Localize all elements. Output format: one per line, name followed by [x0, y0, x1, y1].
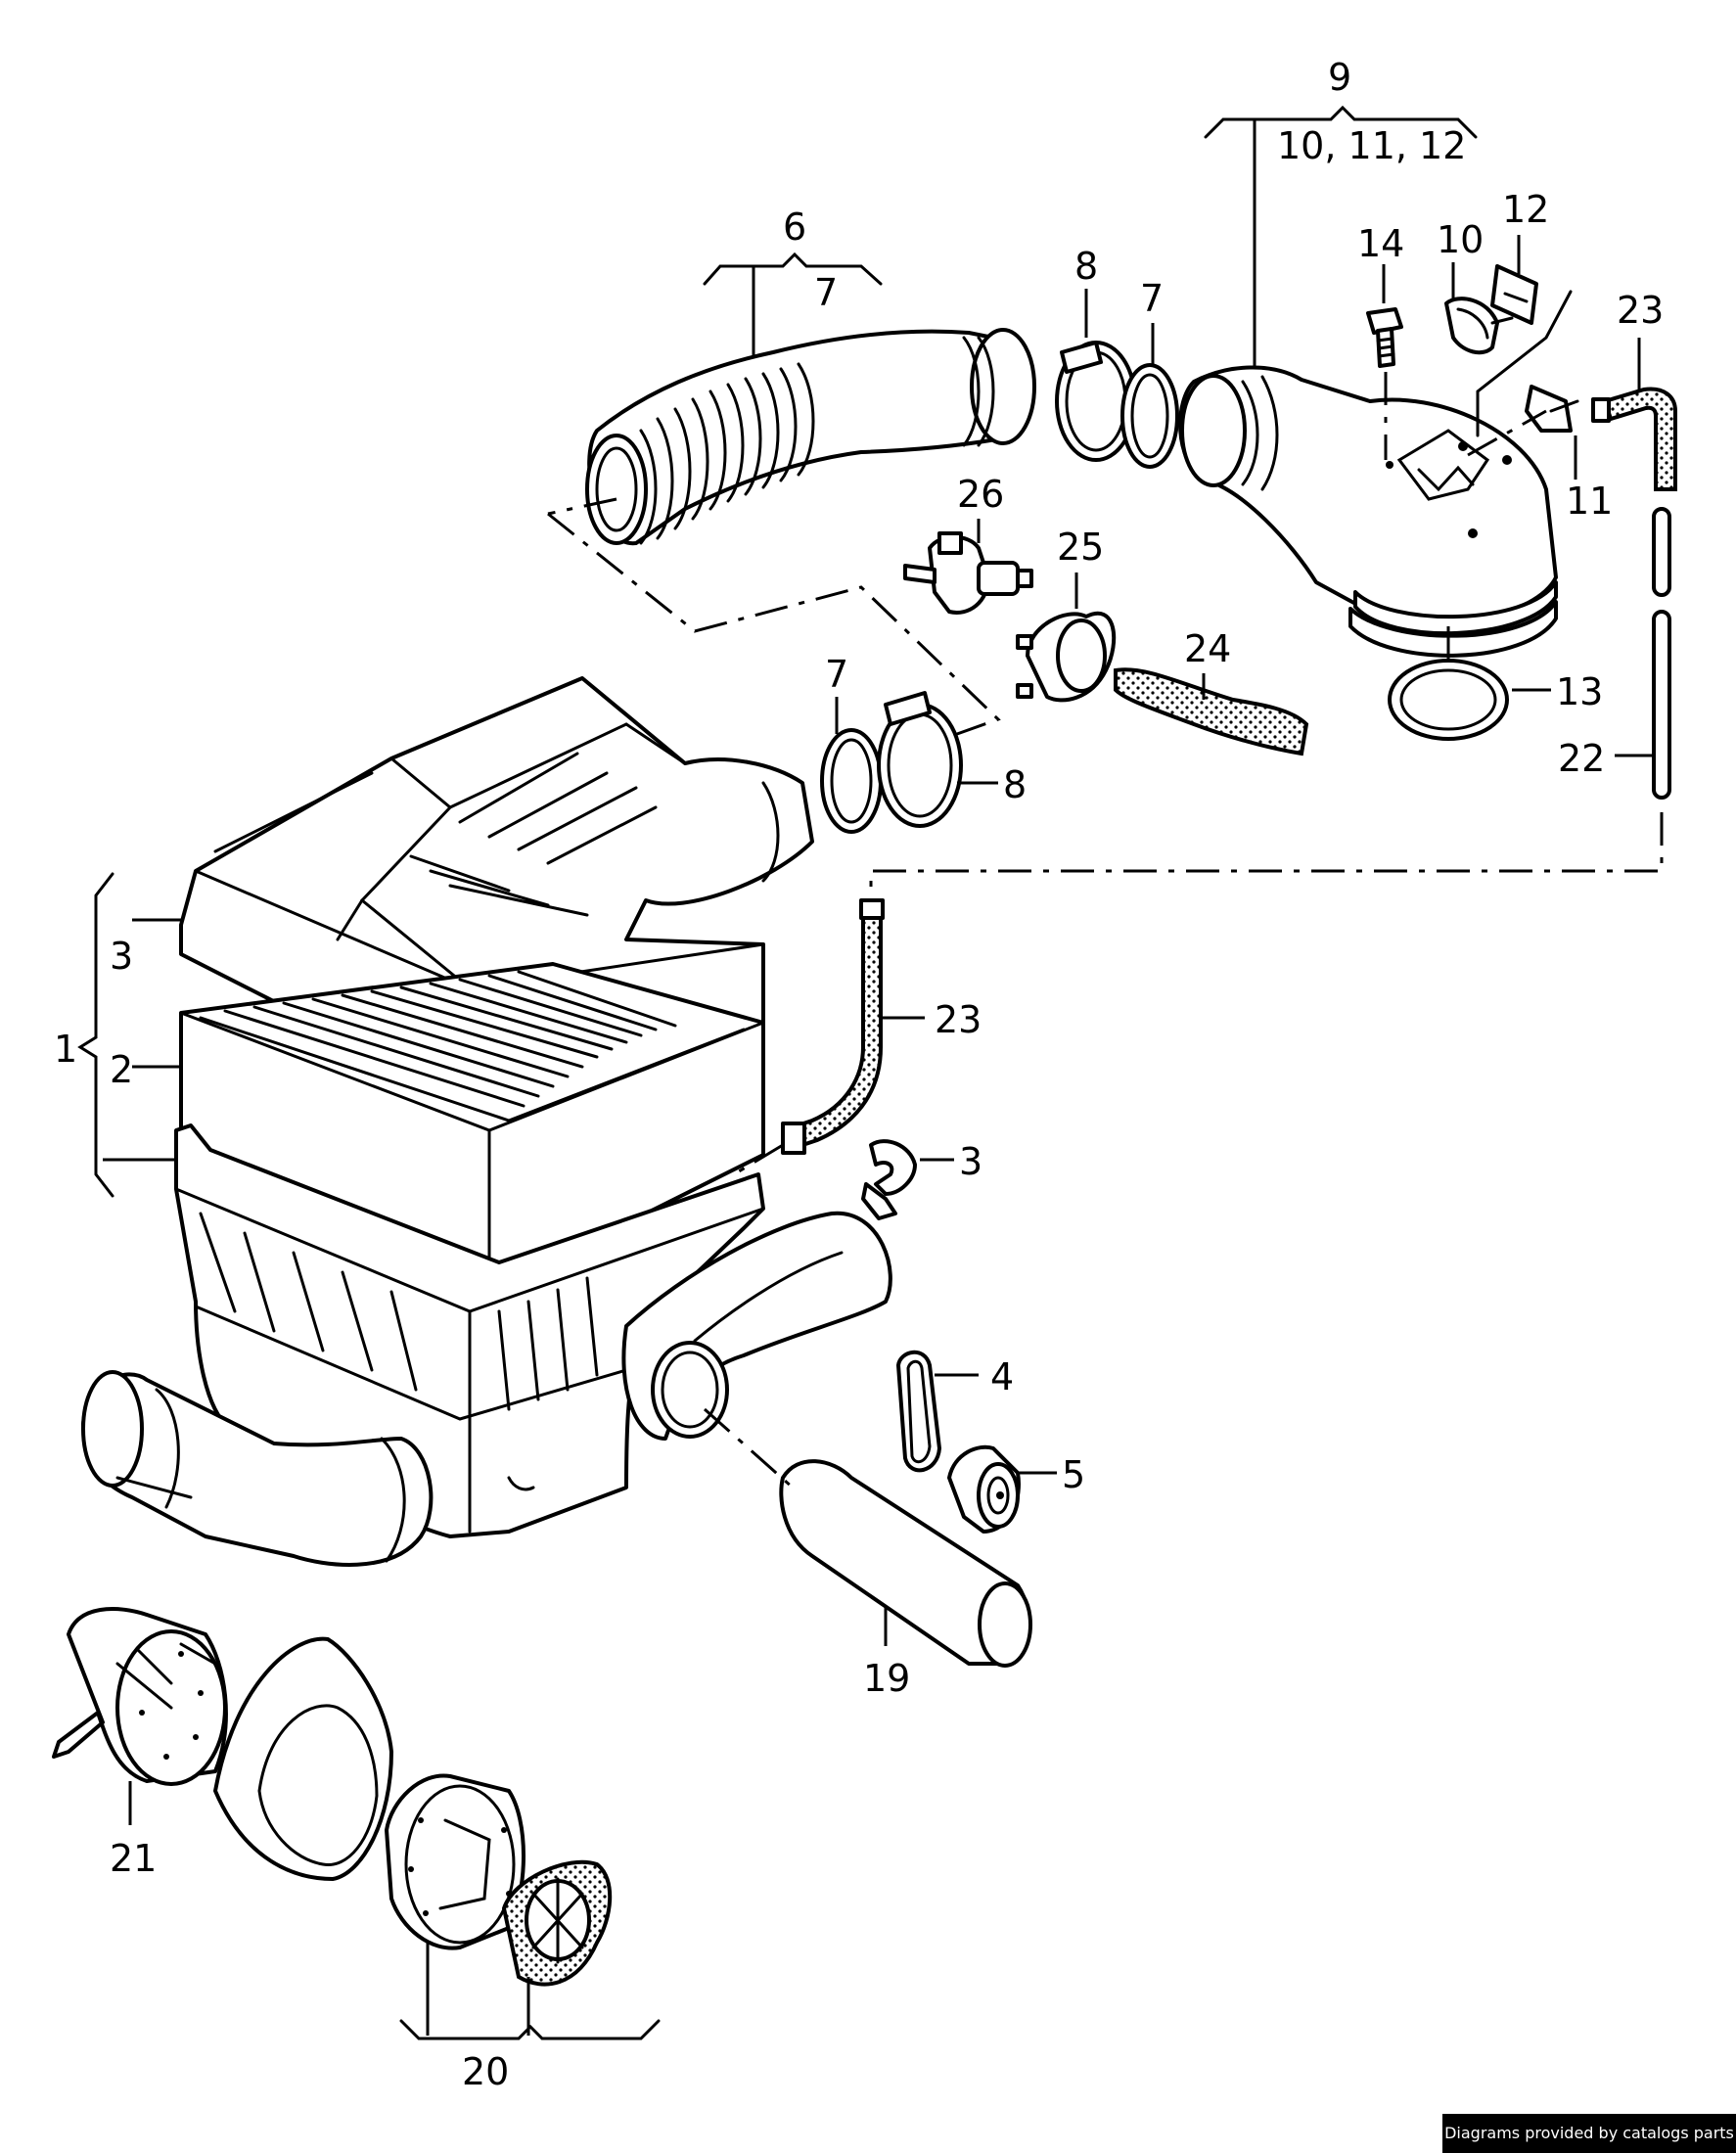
callout-19: 19 [863, 1657, 910, 1700]
clamp-8-lower [877, 691, 963, 828]
filter-support-20 [385, 1773, 525, 1950]
callout-24: 24 [1184, 627, 1231, 670]
callout-12: 12 [1502, 188, 1549, 231]
gasket-4 [896, 1350, 941, 1473]
callout-6-sub: 7 [814, 271, 838, 314]
callout-7-lower: 7 [825, 653, 848, 696]
callout-9: 9 [1328, 56, 1351, 99]
callout-8-top: 8 [1074, 245, 1098, 288]
bolt-14 [1366, 307, 1403, 368]
valve-26 [903, 531, 1033, 615]
bracket-20 [399, 2019, 661, 2040]
callout-4: 4 [990, 1355, 1014, 1398]
bracket-6 [703, 252, 883, 286]
callout-21: 21 [110, 1837, 157, 1880]
callout-23-top: 23 [1617, 289, 1664, 332]
callout-7-top: 7 [1140, 277, 1164, 320]
callout-3-clip: 3 [959, 1140, 982, 1183]
callout-8-lower: 8 [1003, 763, 1027, 806]
callout-5: 5 [1062, 1453, 1085, 1496]
intake-hose-6 [585, 328, 1036, 546]
hose-24 [1114, 667, 1309, 756]
callout-20: 20 [462, 2050, 509, 2093]
callout-14: 14 [1357, 222, 1404, 265]
callout-25: 25 [1057, 526, 1104, 569]
callout-13: 13 [1556, 670, 1603, 713]
callout-1: 1 [54, 1028, 77, 1071]
cap-10 [1444, 297, 1514, 355]
bracket-12 [1490, 264, 1538, 325]
flange-25 [1016, 611, 1117, 703]
adapter-21 [52, 1607, 228, 1786]
intake-housing [1178, 365, 1558, 658]
tube-22b [1652, 610, 1671, 800]
callout-2: 2 [110, 1048, 133, 1091]
hose-23-lower [781, 898, 885, 1155]
callout-11: 11 [1566, 480, 1613, 523]
inlet-duct [81, 1370, 434, 1567]
ring-7-top [1120, 363, 1179, 469]
callout-10: 10 [1437, 218, 1484, 261]
diagram-credit: Diagrams provided by catalogs parts [1442, 2114, 1736, 2153]
grommet-5 [947, 1444, 1021, 1534]
callout-26: 26 [957, 473, 1004, 516]
link-line-6 [547, 512, 1001, 746]
callout-6: 6 [783, 206, 806, 249]
clip-11 [1525, 385, 1573, 433]
hose-23-top [1591, 387, 1677, 491]
tube-22a [1652, 507, 1671, 597]
hose-19 [779, 1459, 1032, 1668]
disc-20 [501, 1859, 613, 1987]
callout-22: 22 [1558, 737, 1605, 780]
ring-13 [1388, 659, 1509, 741]
callout-23-lower: 23 [935, 998, 982, 1041]
clamp-8-top [1055, 341, 1137, 462]
bracket-9 [1204, 105, 1478, 139]
bracket-1 [77, 872, 114, 1198]
callout-9-sub: 10, 11, 12 [1277, 124, 1466, 167]
seal-ring [213, 1636, 393, 1881]
clip-3 [861, 1139, 917, 1220]
callout-3-lid: 3 [110, 935, 133, 978]
